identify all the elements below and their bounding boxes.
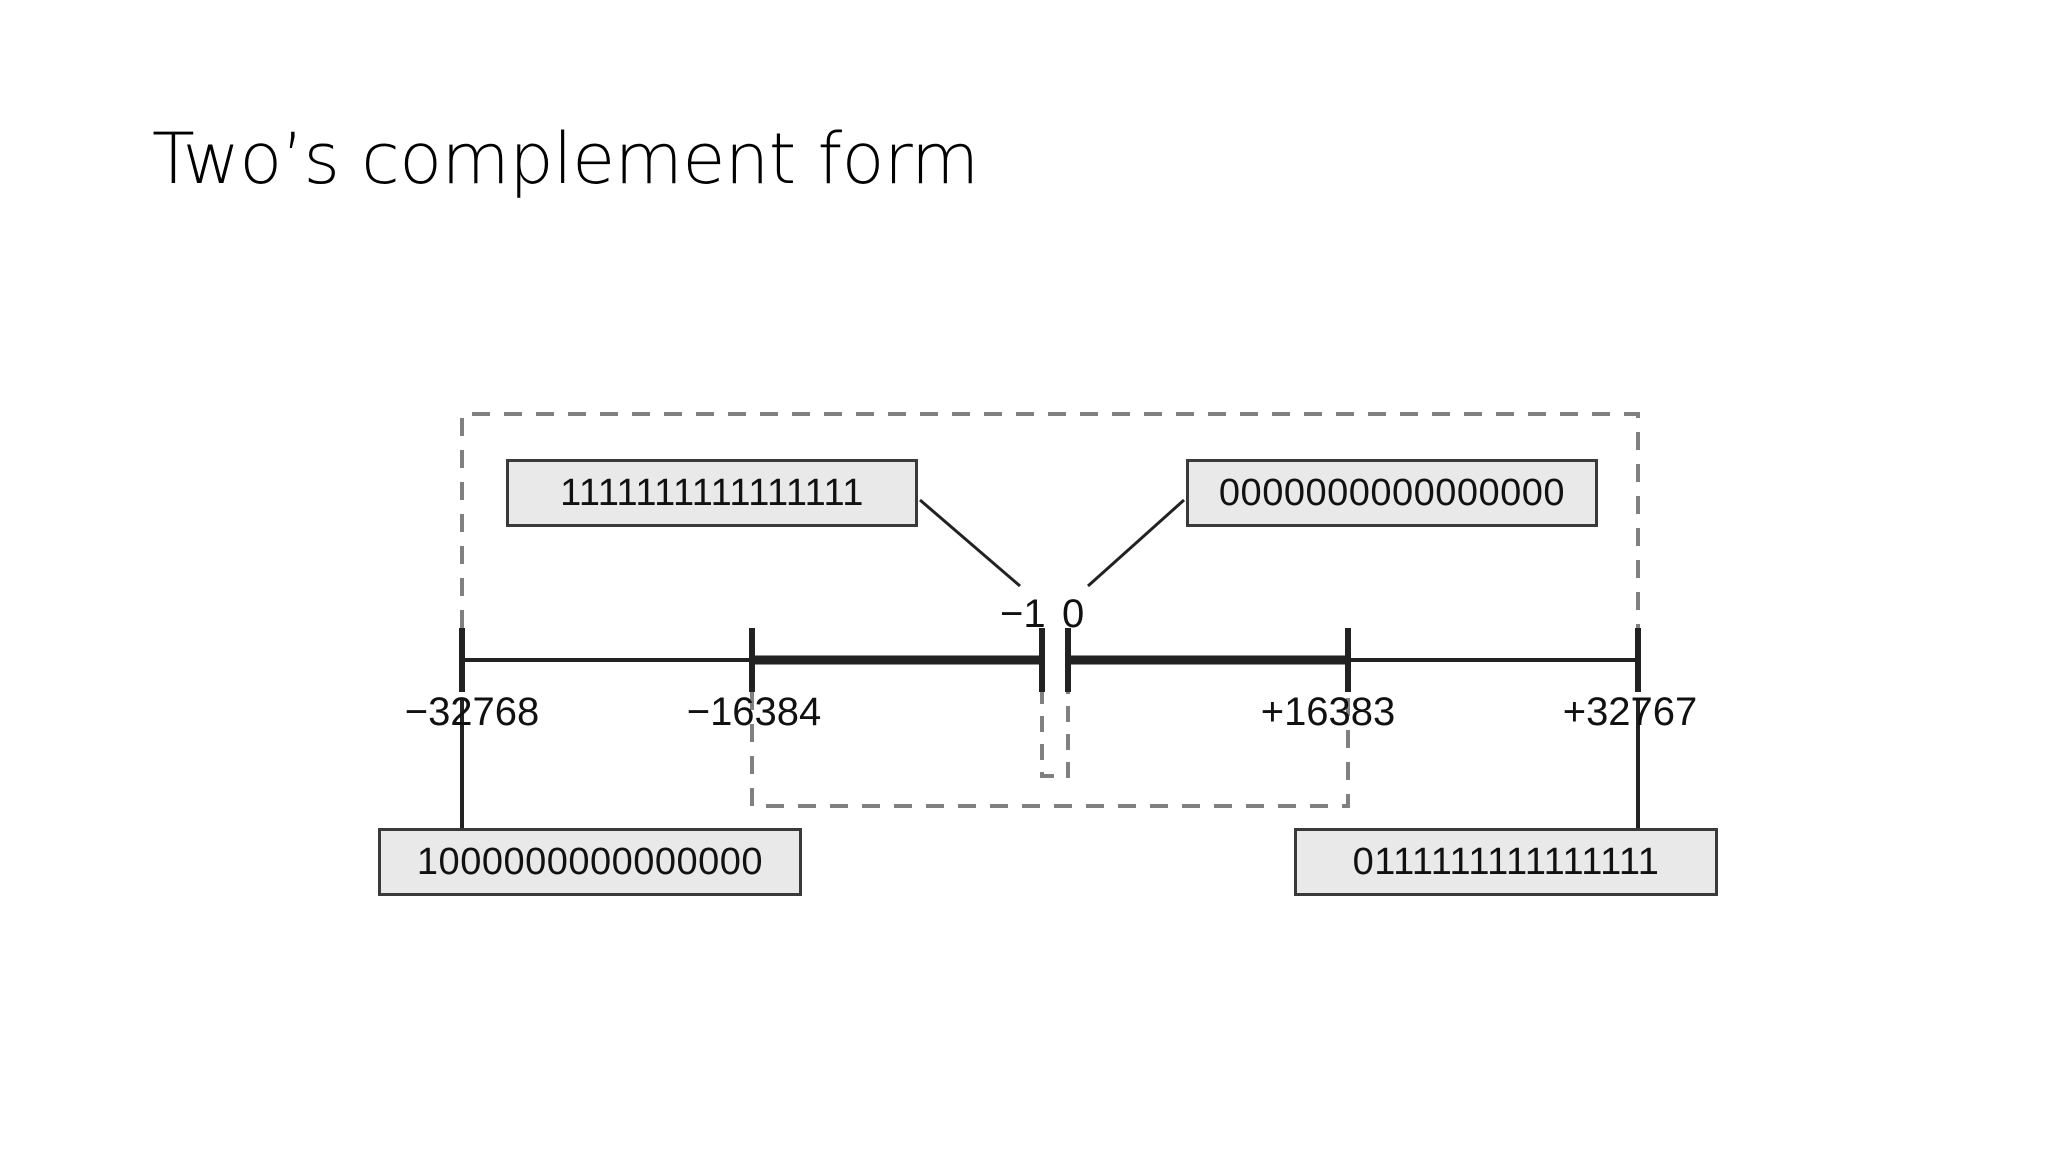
axis-label-quarter-positive: +16383 [1260, 690, 1396, 734]
axis-label-quarter-negative: −16384 [686, 690, 822, 734]
bit-box-most-positive: 0111111111111111 [1294, 828, 1718, 896]
axis-label-min: −32768 [404, 690, 540, 734]
bit-box-zero: 0000000000000000 [1186, 459, 1598, 527]
bit-box-negative-one: 1111111111111111 [506, 459, 918, 527]
leader-line-zero [1086, 498, 1186, 588]
dashed-inner-region [750, 660, 1350, 808]
leader-line-negative-one [919, 498, 1021, 588]
dashed-center-connector [1040, 660, 1070, 778]
axis-label-max: +32767 [1562, 690, 1698, 734]
page-title: Two’s complement form [152, 118, 979, 200]
dashed-outer-region [460, 412, 1640, 660]
bit-box-most-negative: 1000000000000000 [378, 828, 802, 896]
center-label-negative-one: −1 [1000, 592, 1046, 636]
center-label-zero: 0 [1062, 592, 1085, 636]
